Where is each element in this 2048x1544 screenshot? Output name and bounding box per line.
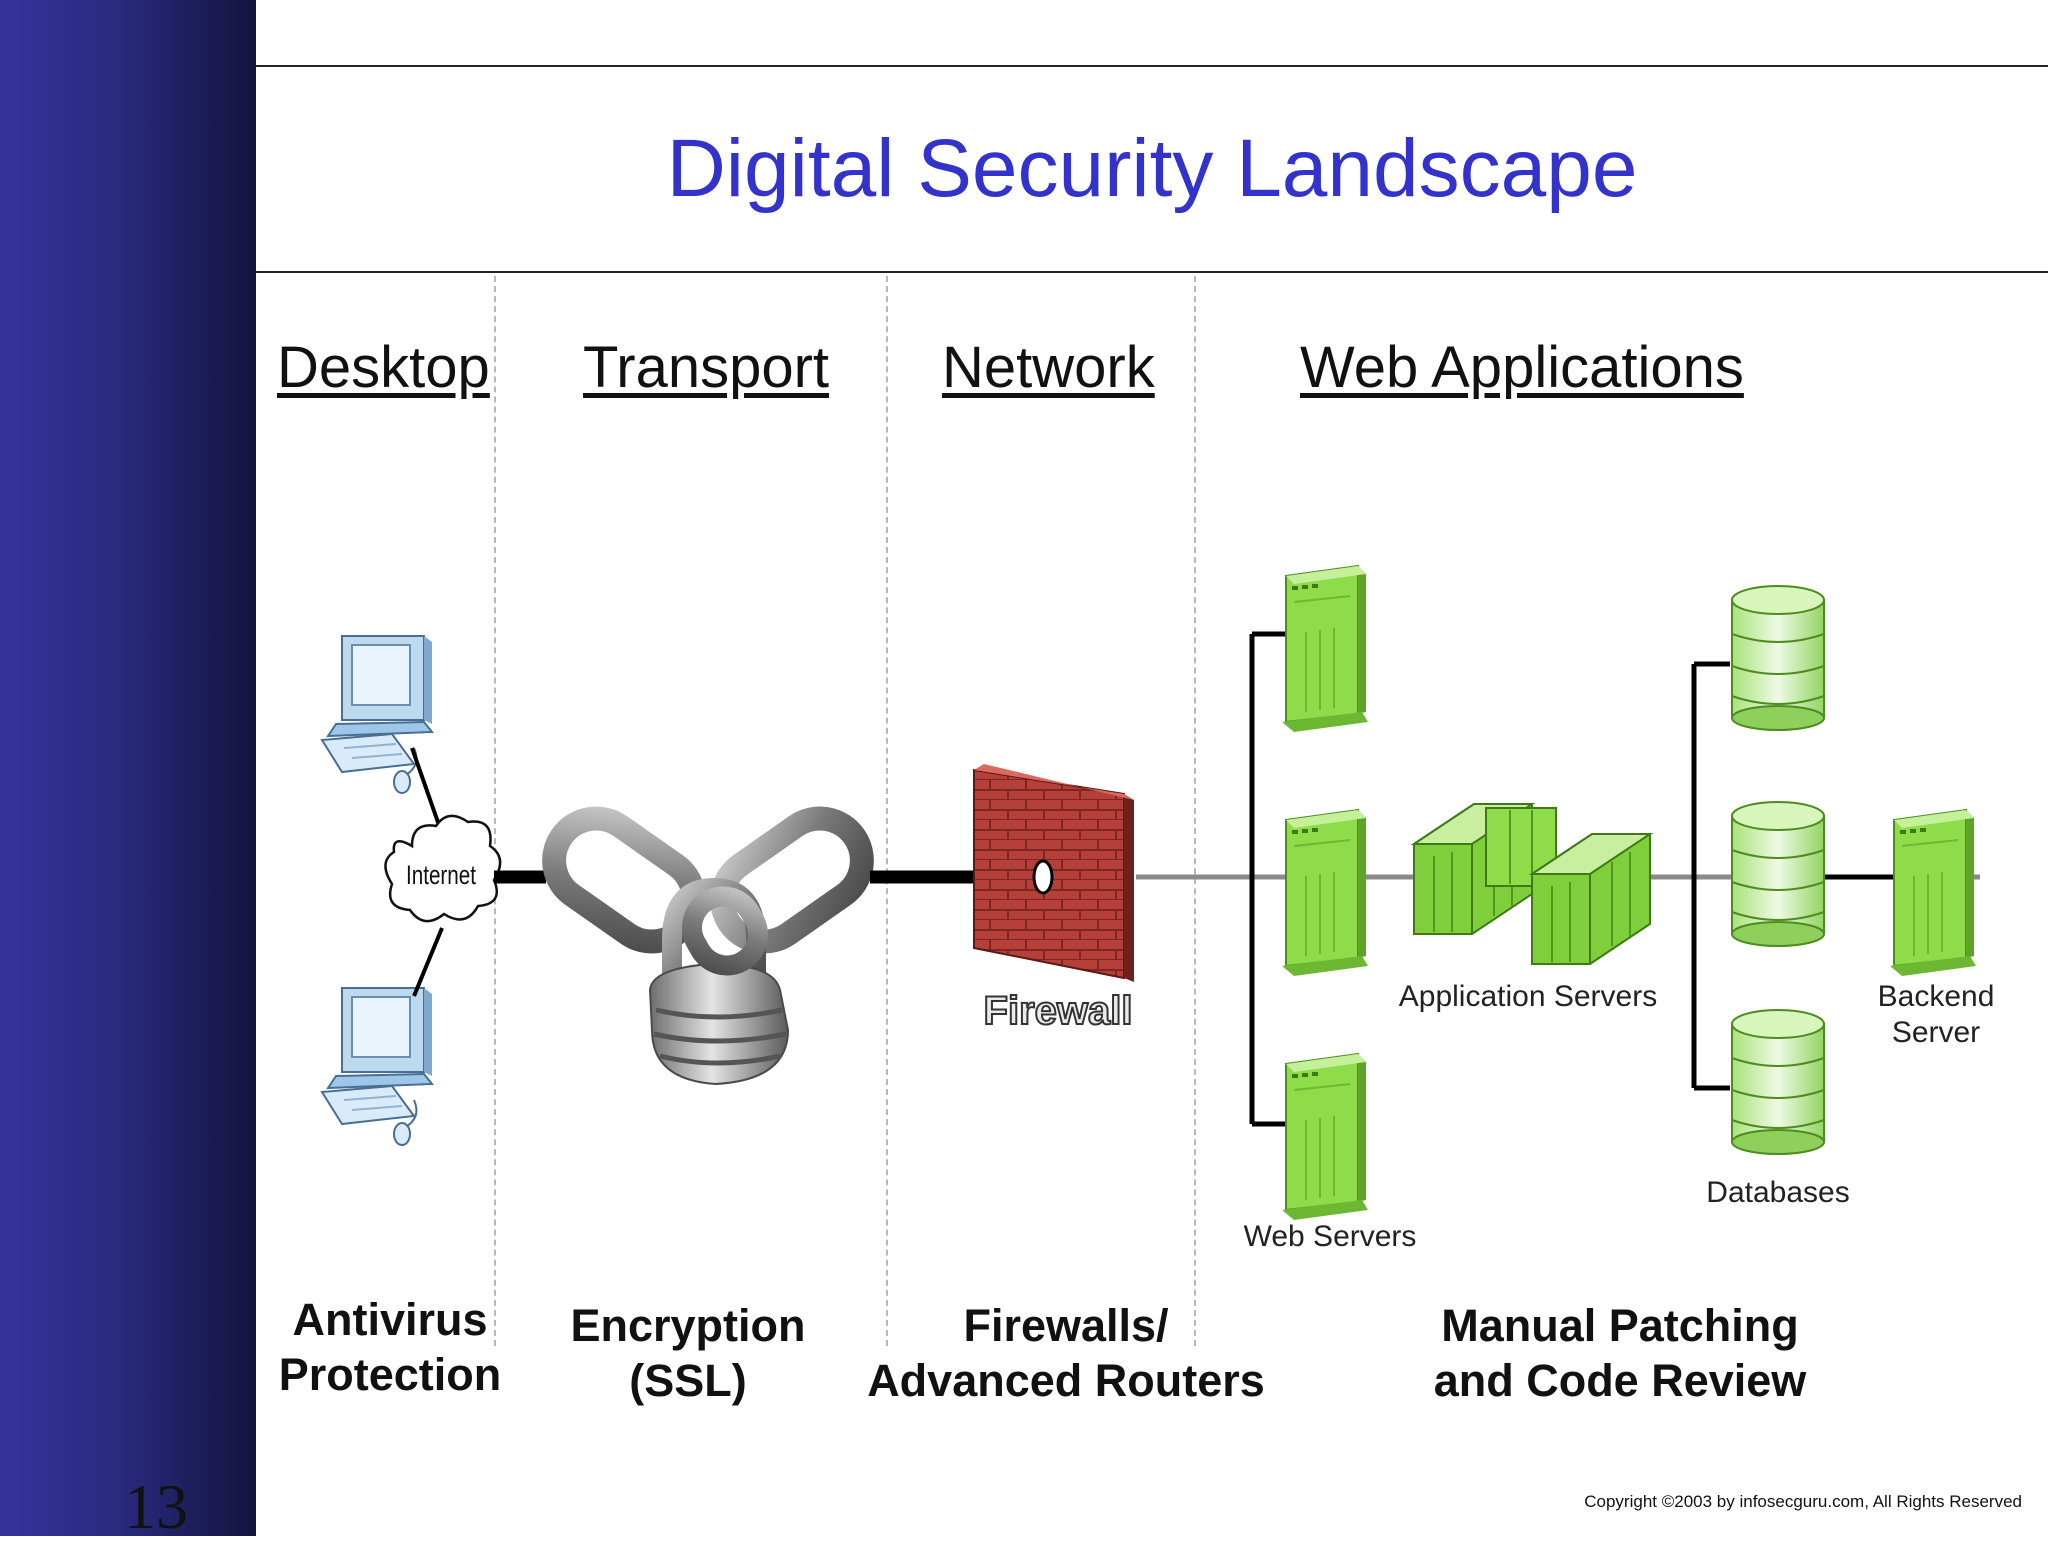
databases-label: Databases [1706,1176,1849,1209]
column-separator [494,276,496,1346]
footer-network: Firewalls/ Advanced Routers [856,1298,1276,1408]
database-icon [1731,585,1825,731]
heading-web-applications: Web Applications [1300,335,1744,400]
web-server-icon [1281,565,1369,733]
desktop-link-line [412,927,444,997]
footer-line: Manual Patching [1441,1300,1799,1351]
application-servers-icon [1413,803,1651,965]
footer-line: Encryption [570,1300,806,1351]
copyright-notice: Copyright ©2003 by infosecguru.com, All … [1584,1492,2022,1511]
web-server-icon [1281,1053,1369,1221]
footer-line: Firewalls/ [963,1300,1169,1351]
web-server-icon [1281,809,1369,977]
database-icon [1731,1009,1825,1155]
footer-line: Antivirus [292,1294,488,1345]
footer-transport: Encryption (SSL) [540,1298,836,1408]
firewall-label: Firewall [984,989,1133,1033]
desktop-computer-icon [321,635,433,794]
backend-label-line2: Server [1892,1016,1980,1049]
top-rule [256,65,2048,67]
desktop-link-line [410,747,442,829]
heading-network: Network [942,335,1155,400]
heading-transport: Transport [583,335,830,400]
firewall-port-icon [1032,859,1054,895]
internet-label: Internet [406,860,476,890]
footer-web-applications: Manual Patching and Code Review [1410,1298,1830,1408]
footer-desktop: Antivirus Protection [270,1292,510,1402]
footer-line: (SSL) [629,1355,747,1406]
sidebar [0,0,256,1536]
slide-number: 13 [124,1471,188,1542]
footer-line: Advanced Routers [867,1355,1265,1406]
desktop-computer-icon [321,987,433,1146]
web-servers-label: Web Servers [1244,1220,1417,1253]
title-rule [256,271,2048,273]
application-servers-label: Application Servers [1399,980,1657,1013]
firewall-icon [973,764,1134,982]
footer-line: and Code Review [1433,1355,1807,1406]
footer-line: Protection [278,1349,502,1400]
backend-label-line1: Backend [1878,980,1995,1013]
slide-title: Digital Security Landscape [666,123,1638,214]
heading-desktop: Desktop [277,335,490,400]
column-separator [1194,276,1196,1346]
internet-cloud-icon [384,814,502,923]
chain-lock-icon [542,806,874,1086]
column-separator [886,276,888,1346]
backend-server-icon [1889,809,1977,977]
database-icon [1731,801,1825,947]
